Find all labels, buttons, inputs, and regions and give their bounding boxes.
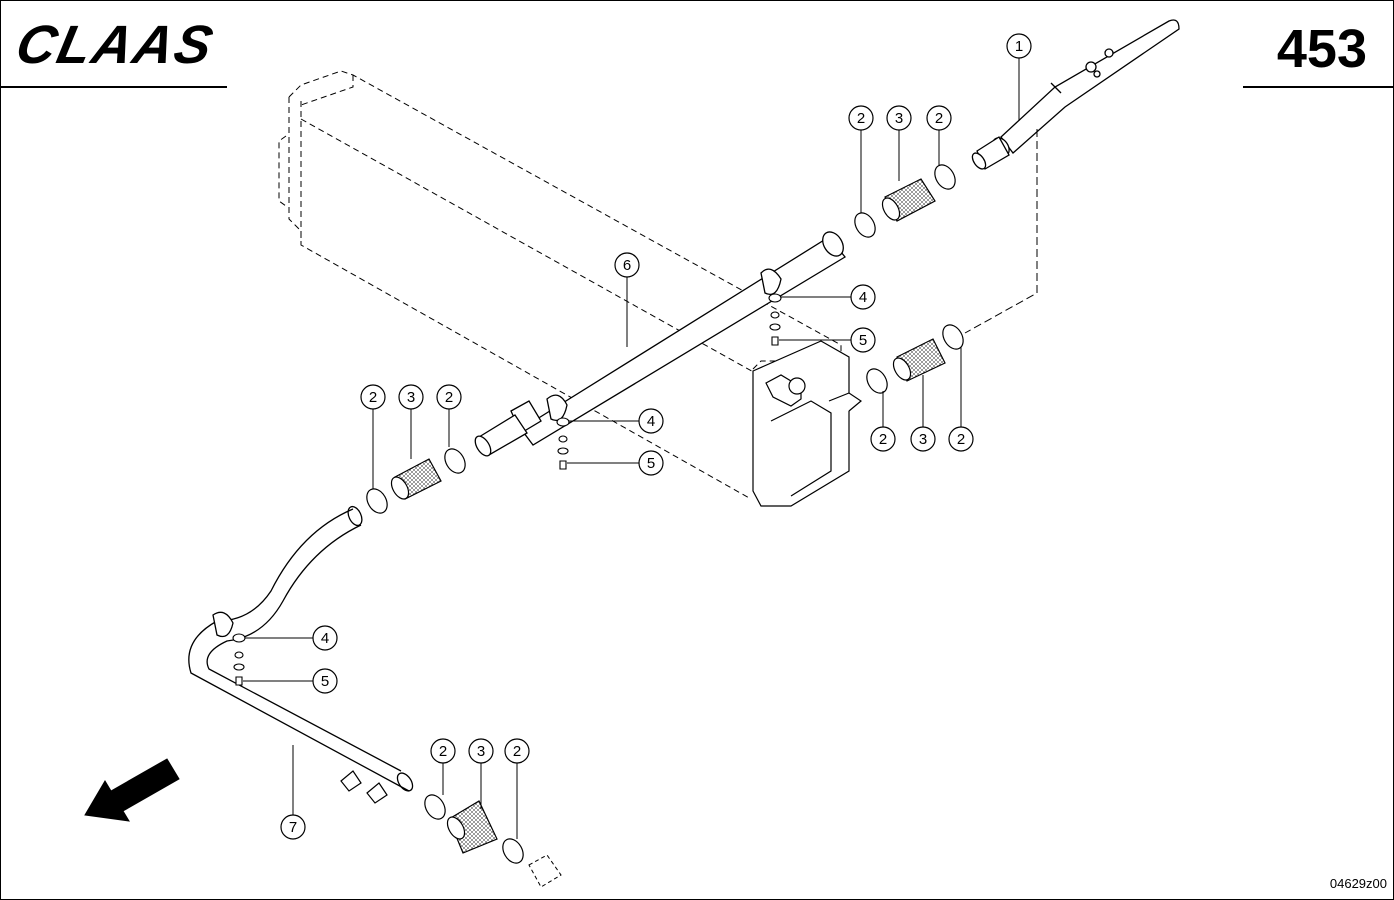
logo-underline xyxy=(1,86,227,88)
callout-number: 6 xyxy=(623,257,631,274)
callout-number: 1 xyxy=(1015,38,1023,55)
page-number-underline xyxy=(1243,86,1393,88)
callout-number: 2 xyxy=(857,110,865,127)
callout-circle xyxy=(848,105,874,131)
callout-circle xyxy=(850,327,876,353)
callout-number: 4 xyxy=(321,630,329,647)
callout-c5c: 5 xyxy=(312,668,338,694)
callout-circle xyxy=(504,738,530,764)
callout-c2e: 2 xyxy=(870,426,896,452)
callout-number: 2 xyxy=(369,389,377,406)
callout-number: 4 xyxy=(859,289,867,306)
outlet-stub-outline xyxy=(528,854,562,888)
callout-number: 5 xyxy=(859,332,867,349)
leader-lines xyxy=(243,58,1020,839)
callout-circle xyxy=(280,814,306,840)
radiator-outline xyxy=(278,70,842,500)
callout-circle xyxy=(850,284,876,310)
callout-circle xyxy=(312,625,338,651)
pipe-6 xyxy=(474,231,846,457)
callout-number: 5 xyxy=(321,673,329,690)
callout-c2h: 2 xyxy=(504,738,530,764)
routing-line xyxy=(964,129,1038,334)
callout-c2g: 2 xyxy=(430,738,456,764)
callout-c4b: 4 xyxy=(638,408,664,434)
pipe-7-nipples xyxy=(340,770,388,804)
callout-circle xyxy=(870,426,896,452)
page-number: 453 xyxy=(1276,19,1367,79)
callout-number: 2 xyxy=(879,431,887,448)
callout-c3a: 3 xyxy=(886,105,912,131)
pipe-7 xyxy=(188,505,414,792)
callout-circle xyxy=(614,252,640,278)
callout-circle xyxy=(360,384,386,410)
pipe-1 xyxy=(971,19,1180,170)
callout-c5b: 5 xyxy=(638,450,664,476)
callout-number: 2 xyxy=(439,743,447,760)
callout-number: 2 xyxy=(935,110,943,127)
callout-c2d: 2 xyxy=(436,384,462,410)
callout-c6: 6 xyxy=(614,252,640,278)
callout-c2a: 2 xyxy=(848,105,874,131)
callout-circle xyxy=(948,426,974,452)
callout-circle xyxy=(638,408,664,434)
callout-circle xyxy=(926,105,952,131)
callout-circle xyxy=(436,384,462,410)
callout-c5a: 5 xyxy=(850,327,876,353)
hose-clamps xyxy=(366,164,964,864)
callout-c3c: 3 xyxy=(910,426,936,452)
callout-circle xyxy=(430,738,456,764)
callout-number: 3 xyxy=(895,110,903,127)
callout-c1: 1 xyxy=(1006,33,1032,59)
callout-circle xyxy=(638,450,664,476)
callout-number: 4 xyxy=(647,413,655,430)
callout-number: 2 xyxy=(957,431,965,448)
callout-number: 5 xyxy=(647,455,655,472)
callout-c4c: 4 xyxy=(312,625,338,651)
callout-circle xyxy=(886,105,912,131)
callout-c2b: 2 xyxy=(926,105,952,131)
callout-number: 2 xyxy=(445,389,453,406)
callout-c7: 7 xyxy=(280,814,306,840)
callout-circle xyxy=(312,668,338,694)
callout-number: 3 xyxy=(477,743,485,760)
callout-circle xyxy=(1006,33,1032,59)
callout-c2f: 2 xyxy=(948,426,974,452)
callout-circle xyxy=(398,384,424,410)
direction-arrow xyxy=(84,758,180,822)
callout-c2c: 2 xyxy=(360,384,386,410)
callout-number: 3 xyxy=(919,431,927,448)
callout-c3d: 3 xyxy=(468,738,494,764)
callout-circle xyxy=(910,426,936,452)
washers-bolts xyxy=(232,293,782,686)
callout-number: 3 xyxy=(407,389,415,406)
radiator-side-tank xyxy=(752,340,863,507)
callout-c3b: 3 xyxy=(398,384,424,410)
hoses xyxy=(390,178,946,854)
callout-number: 2 xyxy=(513,743,521,760)
callout-number: 7 xyxy=(289,819,297,836)
callout-circle xyxy=(468,738,494,764)
callout-c4a: 4 xyxy=(850,284,876,310)
drawing-code: 04629z00 xyxy=(1329,876,1387,891)
